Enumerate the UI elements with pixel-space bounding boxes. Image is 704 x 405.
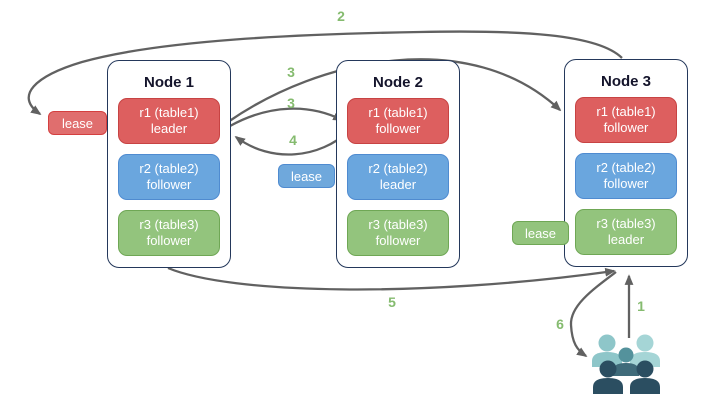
node-2-replica-r1: r1 (table1) follower [347, 98, 449, 144]
replica-range-label: r2 (table2) [139, 161, 199, 176]
node-2: Node 2 r1 (table1) follower r2 (table2) … [336, 60, 460, 268]
replica-range-label: r2 (table2) [368, 161, 428, 176]
flow-label-step-2: 2 [337, 8, 345, 24]
arrow-step-5-node1-to-node3 [167, 266, 616, 291]
flow-label-step-1: 1 [637, 298, 645, 314]
node-3-replica-r2: r2 (table2) follower [575, 153, 677, 199]
replica-role-label: follower [603, 176, 649, 191]
replica-role-label: leader [150, 121, 188, 136]
lease-badge-r2: lease [278, 164, 335, 188]
node-1-replica-r3: r3 (table3) follower [118, 210, 220, 256]
replica-range-label: r3 (table3) [368, 217, 428, 232]
flow-label-step-3b: 3 [287, 95, 295, 111]
flow-label-step-5: 5 [388, 294, 396, 310]
flow-label-step-3a: 3 [287, 64, 295, 80]
node-2-title: Node 2 [372, 74, 423, 91]
node-3-replica-r3: r3 (table3) leader [575, 209, 677, 255]
replica-role-label: leader [379, 177, 417, 192]
replica-range-label: r1 (table1) [596, 104, 656, 119]
arrow-step-2 [27, 30, 623, 116]
replica-role-label: follower [146, 233, 192, 248]
replica-role-label: follower [146, 177, 192, 192]
replica-role-label: follower [375, 233, 421, 248]
node-2-replica-r2: r2 (table2) leader [347, 154, 449, 200]
replica-range-label: r1 (table1) [139, 105, 199, 120]
node-3-replica-r1: r1 (table1) follower [575, 97, 677, 143]
arrow-step-3-node1-to-node2 [229, 107, 344, 128]
node-1-title: Node 1 [143, 74, 194, 91]
lease-badge-r1: lease [48, 111, 107, 135]
node-1-replica-r1: r1 (table1) leader [118, 98, 220, 144]
lease-badge-r3: lease [512, 221, 569, 245]
replica-range-label: r2 (table2) [596, 160, 656, 175]
node-1: Node 1 r1 (table1) leader r2 (table2) fo… [107, 60, 231, 268]
replica-range-label: r3 (table3) [139, 217, 199, 232]
replica-role-label: leader [607, 232, 645, 247]
node-2-replica-r3: r3 (table3) follower [347, 210, 449, 256]
replica-range-label: r1 (table1) [368, 105, 428, 120]
replica-role-label: follower [375, 121, 421, 136]
node-3-title: Node 3 [600, 73, 651, 90]
replica-range-label: r3 (table3) [596, 216, 656, 231]
flow-label-step-4: 4 [289, 132, 297, 148]
users-group-icon [592, 334, 660, 394]
replica-role-label: follower [603, 120, 649, 135]
arrow-step-6-node3-to-users [569, 271, 617, 357]
node-3: Node 3 r1 (table1) follower r2 (table2) … [564, 59, 688, 267]
node-1-replica-r2: r2 (table2) follower [118, 154, 220, 200]
flow-label-step-6: 6 [556, 316, 564, 332]
